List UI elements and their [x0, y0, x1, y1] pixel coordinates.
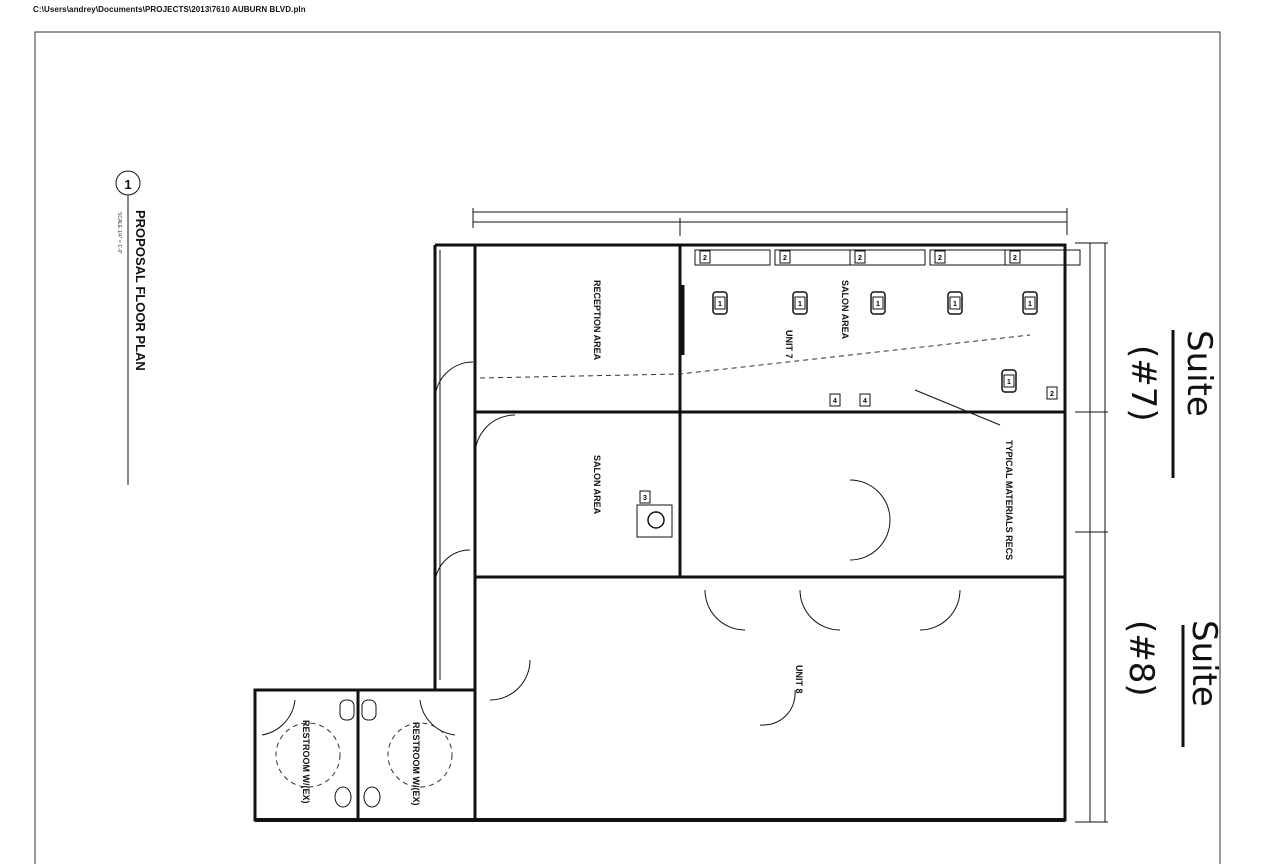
drawing-scale: SCALE 1/4" = 1'-0" [116, 212, 122, 254]
fixture-tag [794, 296, 806, 310]
suite-8-number: (#8) [1121, 620, 1161, 697]
fixture-tag-label: 2 [783, 255, 787, 262]
fixture-tag-label: 4 [833, 398, 837, 405]
fixture-tag [1024, 296, 1036, 310]
door-swings [261, 361, 961, 736]
shampoo-bowl [636, 504, 673, 538]
room-label-salon-small: SALON AREA [592, 455, 602, 515]
fixture-tag-label: 3 [643, 495, 647, 502]
drawing-title-block: 1 PROPOSAL FLOOR PLAN SCALE 1/4" = 1'-0" [115, 170, 148, 485]
room-label-unit7: UNIT 7 [784, 330, 794, 359]
sheet-border [34, 31, 1221, 864]
fixture-tag [934, 250, 946, 264]
salon-stations: 2 2 2 2 2 1 1 1 1 1 1 4 4 2 3 [636, 249, 1081, 538]
salon-chair [870, 291, 886, 315]
egress-path [479, 334, 1031, 379]
handwritten-suite-8: Suite (#8) [1121, 620, 1224, 747]
suite-7-number: (#7) [1123, 345, 1163, 422]
fixture-tag-label: 1 [1007, 379, 1011, 386]
handwritten-suite-7: Suite (#7) [1123, 330, 1219, 478]
fixture-tag [639, 490, 651, 504]
fixture-tag [829, 393, 841, 407]
fixture-tag-label: 2 [703, 255, 707, 262]
room-label-salon-unit7: SALON AREA [840, 280, 850, 340]
room-label-reception: RECEPTION AREA [592, 280, 602, 361]
styling-station [694, 249, 771, 266]
walls [253, 243, 1067, 822]
styling-station [1004, 249, 1081, 266]
fixture-tag-label: 1 [798, 301, 802, 308]
fixture-tag-label: 1 [1028, 301, 1032, 308]
room-label-restroom-right: RESTROOM W/(EX) [411, 722, 421, 806]
salon-chair [712, 291, 728, 315]
typical-materials-note: TYPICAL MATERIALS RECS [1004, 440, 1014, 560]
fixture-tag-label: 1 [953, 301, 957, 308]
fixture-tag [854, 250, 866, 264]
fixture-tag [714, 296, 726, 310]
file-path-header: C:\Users\andrey\Documents\PROJECTS\2013\… [33, 5, 306, 14]
fixture-tag-label: 2 [1050, 391, 1054, 398]
suite-8-word: Suite [1184, 620, 1224, 707]
fixture-tag [859, 393, 871, 407]
fixture-tag-label: 1 [718, 301, 722, 308]
fixture-tag-label: 4 [863, 398, 867, 405]
restroom-fixtures [275, 699, 453, 808]
fixture-tag-label: 1 [876, 301, 880, 308]
room-label-restroom-left: RESTROOM W/(EX) [301, 720, 311, 804]
salon-chair [1001, 369, 1017, 393]
fixture-tag [779, 250, 791, 264]
salon-chair [947, 291, 963, 315]
room-label-unit8: UNIT 8 [794, 665, 804, 694]
suite-7-word: Suite [1179, 330, 1219, 417]
fixture-tag-label: 2 [938, 255, 942, 262]
fixture-tag-label: 2 [858, 255, 862, 262]
fixture-tag [949, 296, 961, 310]
fixture-tag [1046, 386, 1058, 400]
note-leader [914, 389, 1001, 426]
fixture-tag [1003, 374, 1015, 388]
fixture-tag-label: 2 [1013, 255, 1017, 262]
salon-chair [792, 291, 808, 315]
drawing-title: PROPOSAL FLOOR PLAN [133, 210, 148, 371]
fixture-tag [699, 250, 711, 264]
drawing-number: 1 [124, 177, 131, 192]
salon-chair [1022, 291, 1038, 315]
fixture-tag [1009, 250, 1021, 264]
dimension-lines [439, 208, 1108, 823]
fixture-tag [872, 296, 884, 310]
styling-station [849, 249, 926, 266]
